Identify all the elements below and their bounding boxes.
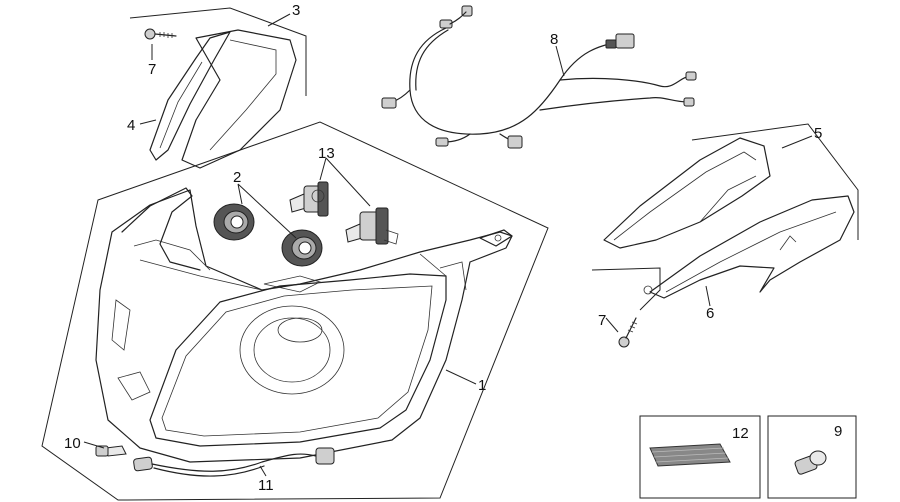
indicator-upper-lens [603, 137, 771, 249]
right-indicator-assembly [591, 123, 859, 348]
wiring-harness [381, 5, 697, 149]
rubber-cap-upper [213, 203, 255, 241]
rubber-cap-pair [213, 203, 323, 267]
bulb-upper [289, 181, 329, 217]
callout-10: 10 [64, 435, 81, 452]
headlight-assembly [41, 121, 549, 501]
headlight-frame-outline [41, 121, 549, 501]
callout-8: 8 [550, 31, 558, 48]
callout-5: 5 [814, 125, 822, 142]
accessory-box-12 [639, 415, 761, 499]
callout-2: 2 [233, 169, 241, 186]
trim-inner-strip [149, 31, 231, 161]
callout-12: 12 [732, 425, 749, 442]
callout-1: 1 [478, 377, 486, 394]
position-bulb [95, 445, 127, 457]
small-bulb [794, 450, 827, 475]
accessory-box-9 [767, 415, 857, 499]
rubber-cap-lower [281, 229, 323, 267]
left-trim-assembly [129, 7, 307, 169]
left-trim-frame [129, 7, 307, 96]
headlight-lens [149, 273, 447, 447]
trim-outer [181, 29, 297, 169]
callout-7-upper: 7 [148, 61, 156, 78]
screw-upper [144, 28, 177, 40]
callout-9: 9 [834, 423, 842, 440]
indicator-lower-lens [649, 195, 855, 299]
screw-lower [618, 317, 638, 348]
callout-labels: 1 2 3 4 5 6 7 7 8 9 10 11 12 13 [64, 2, 842, 494]
bulb-lower [345, 207, 399, 245]
callout-7-lower: 7 [598, 312, 606, 329]
projector-lens [239, 305, 345, 395]
callout-6: 6 [706, 305, 714, 322]
callout-4: 4 [127, 117, 135, 134]
socket-wiring [133, 447, 335, 477]
leader-lines [83, 13, 813, 477]
bulb-pair [289, 181, 399, 245]
callout-11: 11 [258, 477, 274, 494]
callout-13: 13 [318, 145, 335, 162]
callout-3: 3 [292, 2, 300, 19]
right-indicator-frame [691, 123, 859, 240]
